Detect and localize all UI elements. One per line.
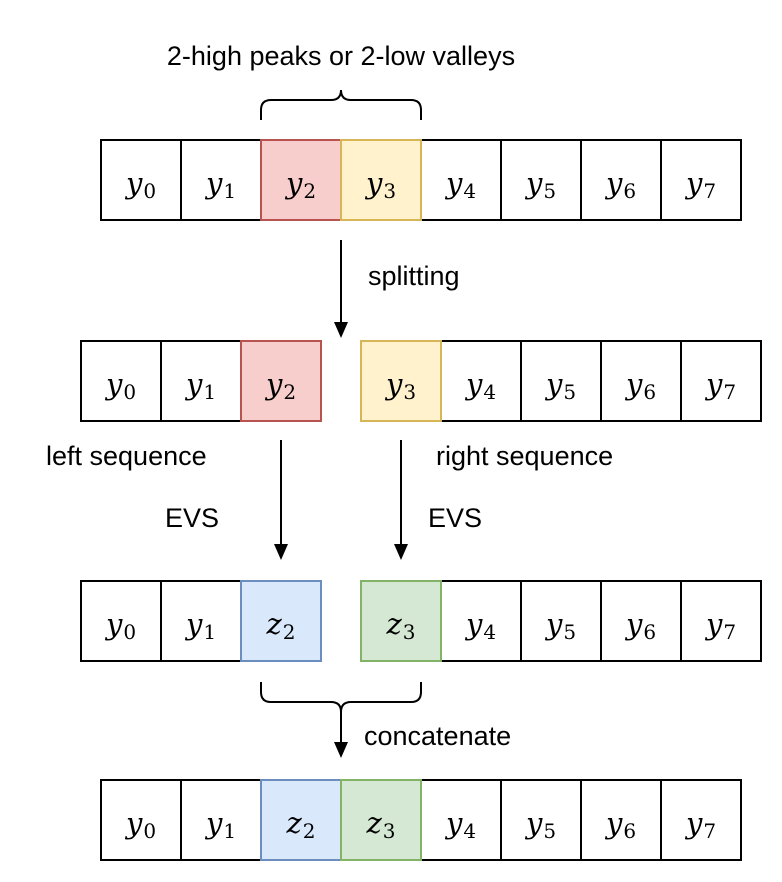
splitting-label: splitting — [368, 261, 460, 291]
cell-label-input-y2: y2 — [284, 166, 316, 203]
cell-output-z3 — [340, 779, 422, 861]
concatenate-label: concatenate — [364, 721, 511, 751]
cell-input-y3 — [340, 139, 422, 221]
cell-output-z2 — [260, 779, 342, 861]
cell-input-y0 — [100, 139, 182, 221]
cell-evs-z3 — [360, 580, 442, 662]
cell-label-split-y7: y7 — [704, 367, 736, 404]
cell-label-input-y1: y1 — [204, 166, 236, 203]
cell-label-split-y4: y4 — [464, 367, 496, 404]
cell-output-y0 — [100, 779, 182, 861]
cell-evs-y7 — [680, 580, 762, 662]
cell-input-y4 — [420, 139, 502, 221]
cell-label-output-z2: z2 — [285, 806, 315, 843]
cell-label-split-y0: y0 — [104, 367, 136, 404]
cell-input-y7 — [660, 139, 742, 221]
cell-split-y0 — [80, 340, 162, 422]
cell-label-output-y5: y5 — [524, 806, 556, 843]
right-sequence-label: right sequence — [436, 441, 613, 471]
splitting-arrowhead — [334, 322, 348, 338]
cell-label-output-z3: z3 — [365, 806, 395, 843]
cell-label-evs-y4: y4 — [464, 607, 496, 644]
cell-label-split-y5: y5 — [544, 367, 576, 404]
cell-input-y1 — [180, 139, 262, 221]
cell-label-split-y3: y3 — [384, 367, 416, 404]
cell-label-input-y7: y7 — [684, 166, 716, 203]
cell-split-y6 — [600, 340, 682, 422]
cell-input-y6 — [580, 139, 662, 221]
cell-output-y6 — [580, 779, 662, 861]
evs-right-label: EVS — [428, 503, 482, 533]
cell-evs-y1 — [160, 580, 242, 662]
cell-output-y4 — [420, 779, 502, 861]
top-brace-label: 2-high peaks or 2-low valleys — [167, 41, 515, 71]
evs-left-arrowhead — [274, 544, 288, 560]
cell-label-output-y4: y4 — [444, 806, 476, 843]
cell-label-input-y0: y0 — [124, 166, 156, 203]
cell-evs-z2 — [240, 580, 322, 662]
concatenate-arrowhead — [334, 742, 348, 758]
cell-label-evs-z3: z3 — [385, 607, 415, 644]
cell-split-y7 — [680, 340, 762, 422]
cell-label-output-y1: y1 — [204, 806, 236, 843]
cell-output-y7 — [660, 779, 742, 861]
evs-left-label: EVS — [165, 503, 219, 533]
cell-label-input-y6: y6 — [604, 166, 636, 203]
cell-label-input-y3: y3 — [364, 166, 396, 203]
bottom-brace — [260, 682, 422, 713]
cell-split-y5 — [520, 340, 602, 422]
cell-label-input-y4: y4 — [444, 166, 476, 203]
cell-label-evs-y1: y1 — [184, 607, 216, 644]
cell-label-evs-y5: y5 — [544, 607, 576, 644]
left-sequence-label: left sequence — [46, 441, 207, 471]
cell-label-output-y6: y6 — [604, 806, 636, 843]
row-output: y0 y1 z2 z3 y4 y5 y6 y7 — [100, 779, 742, 861]
cell-split-y2 — [240, 340, 322, 422]
cell-label-evs-y6: y6 — [624, 607, 656, 644]
cell-label-input-y5: y5 — [524, 166, 556, 203]
cell-label-split-y1: y1 — [184, 367, 216, 404]
top-brace — [260, 89, 422, 120]
row-input: y0 y1 y2 y3 y4 y5 y6 y7 — [100, 139, 742, 221]
cell-label-evs-y0: y0 — [104, 607, 136, 644]
cell-label-split-y6: y6 — [624, 367, 656, 404]
cell-label-output-y0: y0 — [124, 806, 156, 843]
row-evs: y0 y1 z2 z3 y4 y5 y6 y7 — [80, 580, 762, 662]
cell-label-split-y2: y2 — [264, 367, 296, 404]
cell-input-y2 — [260, 139, 342, 221]
cell-label-evs-z2: z2 — [265, 607, 295, 644]
cell-label-evs-y7: y7 — [704, 607, 736, 644]
evs-right-arrowhead — [394, 544, 408, 560]
cell-split-y3 — [360, 340, 442, 422]
cell-label-output-y7: y7 — [684, 806, 716, 843]
row-split: y0 y1 y2 y3 y4 y5 y6 y7 — [80, 340, 762, 422]
cell-evs-y6 — [600, 580, 682, 662]
